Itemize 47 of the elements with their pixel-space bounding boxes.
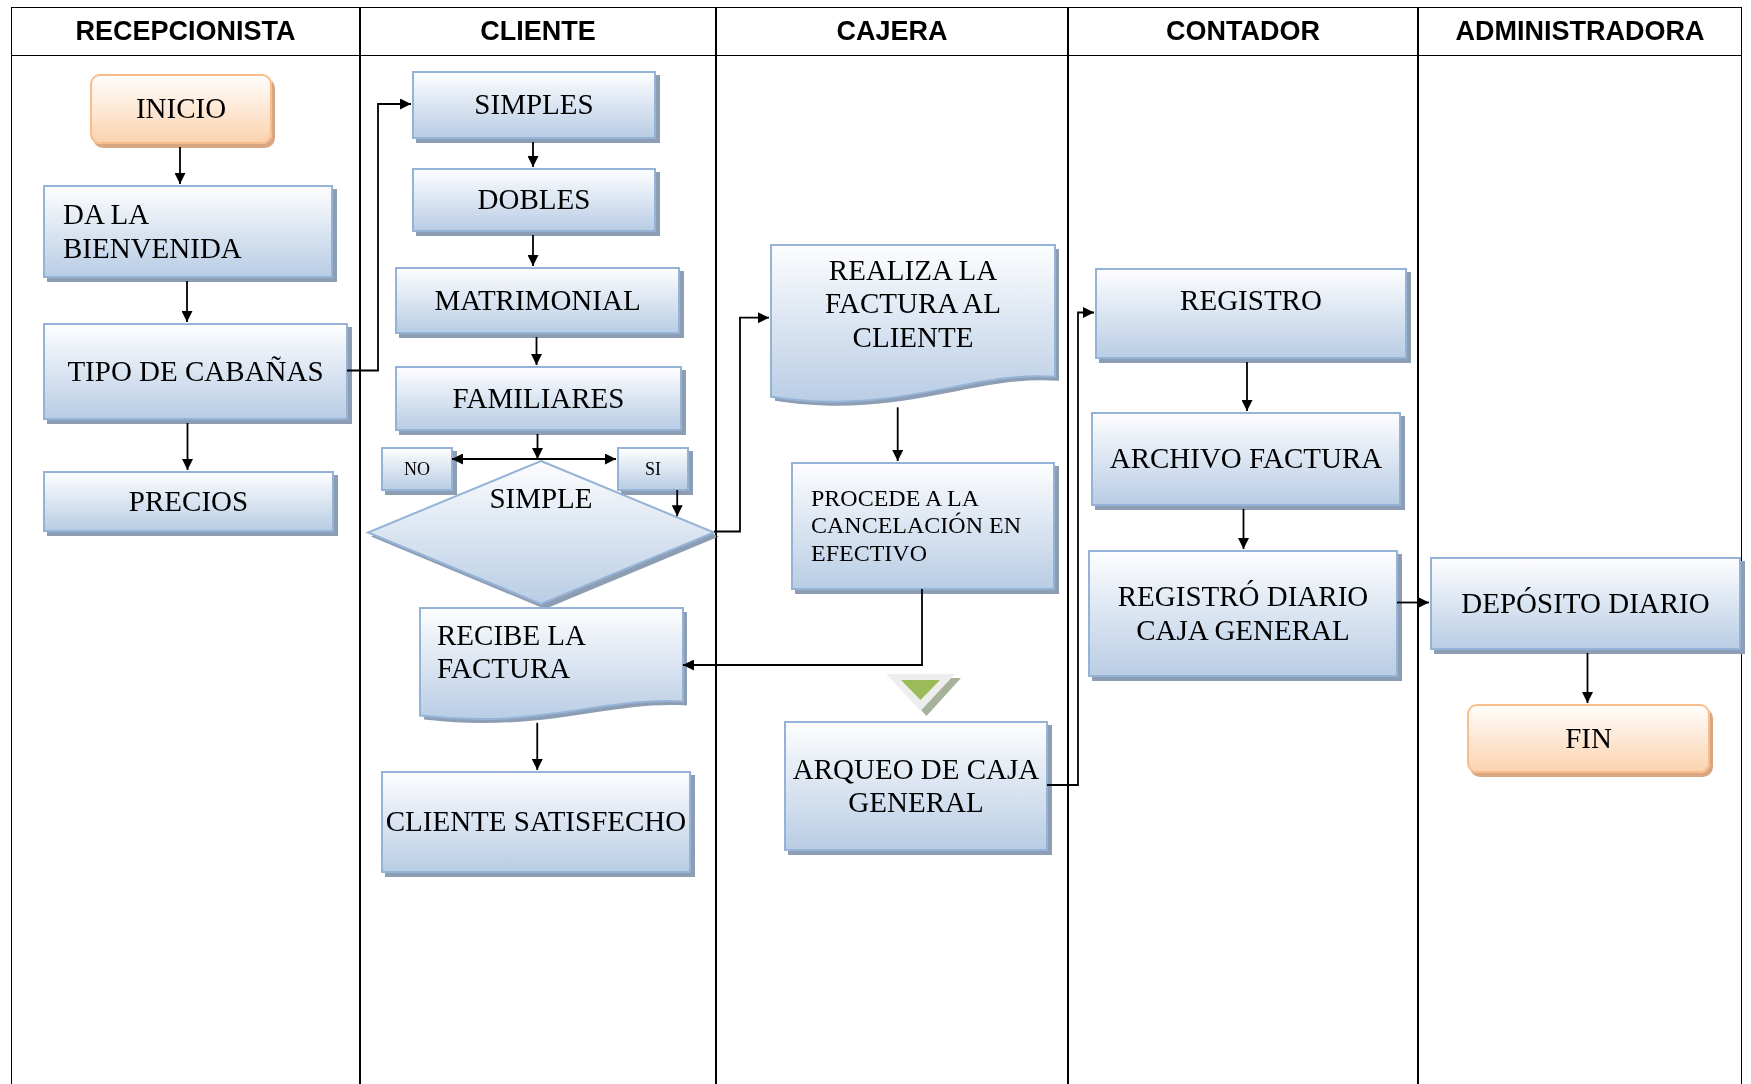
arrow xyxy=(532,433,543,460)
arrow xyxy=(892,406,904,462)
merge-triangle xyxy=(886,674,961,716)
node-label: RECIBE LA FACTURA xyxy=(437,619,586,686)
arrow xyxy=(1241,361,1253,412)
lane-header: CLIENTE xyxy=(480,16,596,47)
node-label: FIN xyxy=(1565,721,1612,756)
swimlane xyxy=(1068,7,1418,1084)
lane-header: CAJERA xyxy=(836,16,948,47)
node-label: MATRIMONIAL xyxy=(434,283,641,318)
arrow xyxy=(1396,597,1430,608)
node-label: REALIZA LA FACTURA AL CLIENTE xyxy=(824,254,1002,355)
lane-header: CONTADOR xyxy=(1166,16,1320,47)
lane-header: RECEPCIONISTA xyxy=(75,16,296,47)
arrow xyxy=(713,312,770,533)
arrow xyxy=(531,336,542,366)
node-label: SIMPLES xyxy=(474,88,594,122)
node-label: DA LA BIENVENIDA xyxy=(63,198,243,265)
node-label: REGISTRO xyxy=(1180,284,1322,318)
node-label: ARCHIVO FACTURA xyxy=(1109,442,1383,476)
arrow xyxy=(182,422,193,471)
arrow xyxy=(1046,307,1095,786)
swimlane xyxy=(716,7,1068,1084)
arrow xyxy=(527,234,539,267)
arrow xyxy=(181,280,193,323)
swimlane xyxy=(11,7,360,1084)
node-label: PROCEDE A LA CANCELACIÓN EN EFECTIVO xyxy=(811,484,1022,568)
node-label: ARQUEO DE CAJA GENERAL xyxy=(791,752,1041,820)
node-label: PRECIOS xyxy=(128,484,249,519)
swimlane xyxy=(360,7,716,1084)
node-label: INICIO xyxy=(135,92,227,126)
arrow xyxy=(682,588,923,671)
document-shape xyxy=(419,607,684,725)
arrow xyxy=(174,146,186,185)
node-label: TIPO DE CABAÑAS xyxy=(67,354,324,389)
node-label: DEPÓSITO DIARIO xyxy=(1461,586,1710,621)
node-label: FAMILIARES xyxy=(452,381,625,416)
node-label: DOBLES xyxy=(477,183,591,217)
arrow xyxy=(531,721,543,771)
arrow xyxy=(346,98,412,372)
arrow xyxy=(1238,508,1249,550)
arrow xyxy=(1582,652,1593,704)
swimlane xyxy=(1418,7,1742,1084)
node-label: REGISTRÓ DIARIO CAJA GENERAL xyxy=(1116,580,1370,647)
lane-header: ADMINISTRADORA xyxy=(1455,16,1705,47)
node-label: CLIENTE SATISFECHO xyxy=(385,805,687,839)
arrow xyxy=(527,141,539,168)
